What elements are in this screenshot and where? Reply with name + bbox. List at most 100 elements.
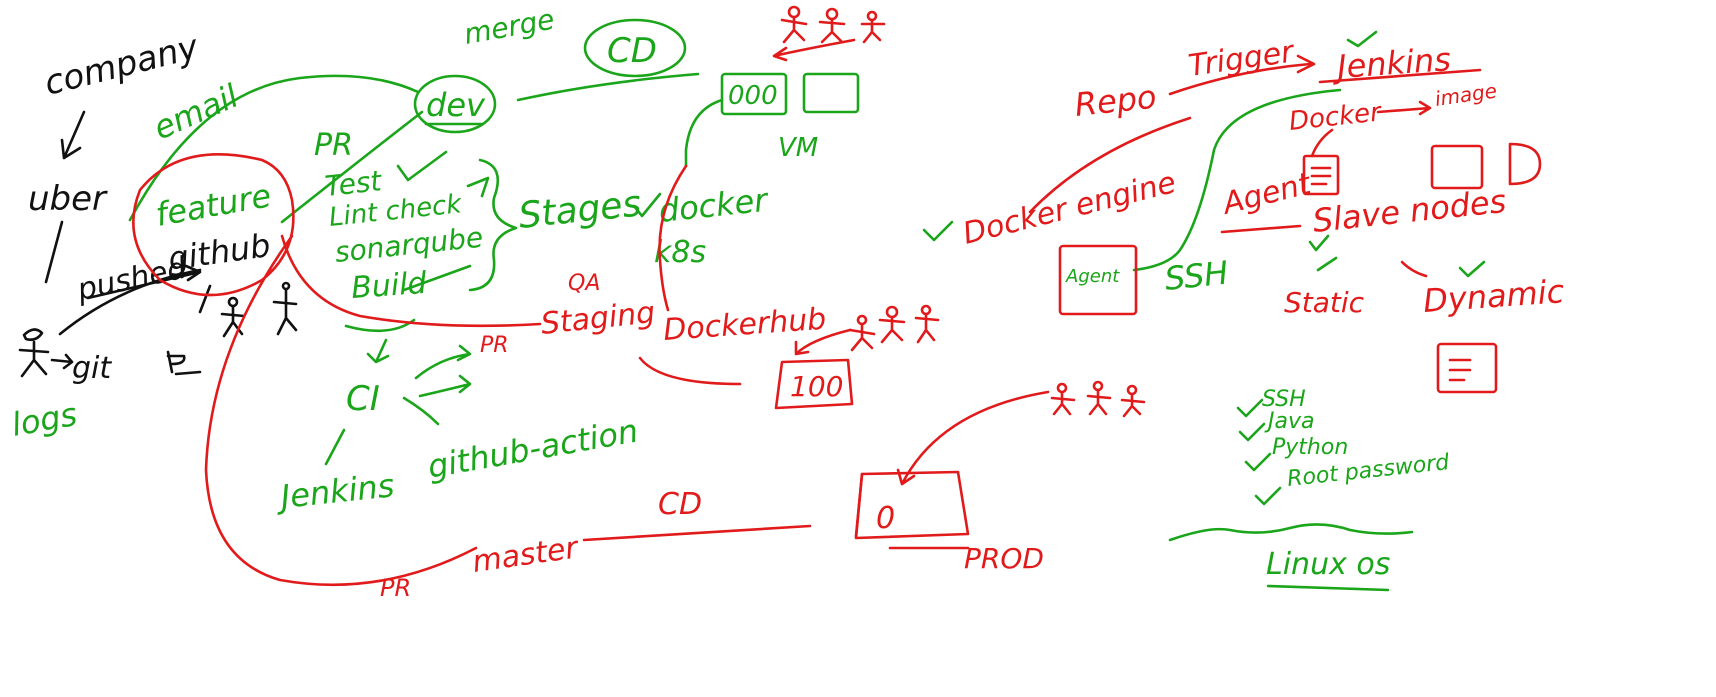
label-staging-box: 100: [790, 370, 843, 403]
person-icon: [1050, 382, 1076, 416]
label-company: company: [41, 27, 204, 104]
label-uber: uber: [28, 179, 108, 219]
label-prod: PROD: [964, 542, 1044, 575]
label-linux-os: Linux os: [1266, 547, 1390, 582]
node-box-2: [1508, 142, 1542, 186]
label-pr-top: PR: [314, 128, 353, 163]
arrow-to-git: [50, 353, 74, 370]
label-vm: VM: [778, 133, 818, 163]
label-dynamic: Dynamic: [1422, 272, 1566, 320]
feature-circle-group: PR: [132, 153, 542, 602]
arrow-to-ci: [366, 338, 390, 364]
prod-box-left-edge: [854, 472, 864, 538]
check-req-root: [1254, 486, 1282, 506]
arrow-docker-image: [1376, 100, 1432, 116]
cd-top-circle: [583, 18, 687, 78]
check-slave-1: [1308, 234, 1330, 252]
label-github: github: [166, 226, 273, 278]
label-pr-ci: PR: [480, 333, 509, 358]
brace-stages: [468, 158, 518, 292]
person-icon: [860, 10, 886, 44]
label-docker-image: Docker: [1288, 97, 1385, 137]
person-icon: [818, 7, 846, 44]
person-icon: [166, 350, 202, 376]
line-ci-to-jenkins: [324, 428, 346, 466]
slash-mark: [198, 284, 212, 314]
label-staging: Staging: [539, 295, 657, 342]
staging-box: [774, 358, 854, 410]
label-jenkins-ci: Jenkins: [273, 466, 396, 516]
vm-box-2: [802, 72, 860, 114]
users-top: [772, 5, 886, 62]
label-vm-box: 000: [728, 81, 778, 111]
jenkins-underline: [1318, 68, 1482, 84]
developer-group: git pushed github: [18, 226, 298, 386]
arrow-pushed-github: [86, 264, 202, 300]
person-icon: [18, 328, 50, 378]
label-test: Test: [323, 164, 384, 203]
label-cd-top: CD: [607, 31, 657, 71]
label-merge: merge: [461, 3, 556, 51]
doc-box-right: [1436, 342, 1498, 394]
label-ci: CI: [346, 379, 380, 419]
label-qa: QA: [568, 271, 600, 296]
label-static: Static: [1284, 286, 1365, 319]
check-req-java: [1238, 422, 1266, 442]
arrow-company-to-uber: [60, 110, 86, 160]
label-logs: logs: [9, 395, 80, 444]
prod-box: [854, 470, 970, 540]
dev-branch-group: merge dev CD: [413, 3, 700, 134]
curve-feature-to-master: [204, 234, 478, 587]
label-k8s: k8s: [654, 235, 706, 270]
arrow-ci-lower: [418, 374, 472, 398]
label-prod-box: 0: [876, 501, 895, 536]
curve-jenkins-to-agent: [1132, 88, 1342, 272]
label-req-ssh: SSH: [1262, 387, 1306, 412]
check-jenkins: [1346, 30, 1378, 48]
node-box-1: [1430, 144, 1484, 190]
brace-linux: [1168, 523, 1414, 542]
arrow-small-brace: [466, 176, 490, 198]
person-icon: [220, 296, 246, 338]
curve-staging-to-box: [638, 356, 742, 386]
label-dev: dev: [426, 86, 486, 124]
check-slave-2: [1458, 260, 1486, 278]
label-agent-box: Agent: [1065, 266, 1120, 287]
line-master-to-prod: [582, 524, 812, 542]
curve-vm-to-docker: [684, 98, 724, 168]
label-git: git: [72, 351, 112, 386]
label-req-java: Java: [1264, 409, 1314, 434]
agent-underline: [1220, 224, 1302, 234]
agent-box: [1058, 244, 1138, 316]
person-icon: [780, 5, 808, 44]
curve-docker-engine: [1028, 116, 1192, 214]
line-slave-dynamic: [1400, 260, 1428, 278]
check-docker-engine: [922, 220, 954, 242]
docker-vm-group: docker k8s 000 VM: [654, 72, 860, 270]
label-stages: Stages: [517, 183, 643, 237]
label-dockerhub: Dockerhub: [662, 302, 827, 348]
label-image: image: [1433, 79, 1498, 111]
label-slave-nodes: Slave nodes: [1311, 182, 1508, 240]
label-email: email: [148, 77, 244, 148]
agent-doc-icon: [1302, 154, 1340, 196]
dev-circle: [413, 74, 497, 134]
arrow-ci-upper: [414, 344, 472, 380]
person-icon: [878, 305, 906, 344]
arrow-users-to-staging: [794, 328, 852, 356]
curve-email-to-dev: [128, 74, 420, 222]
label-trigger: Trigger: [1186, 34, 1297, 84]
label-req-python: Python: [1272, 435, 1348, 460]
check-test: [396, 150, 448, 182]
check-req-python: [1244, 452, 1272, 472]
line-slave-static: [1316, 256, 1338, 272]
label-repo: Repo: [1073, 78, 1158, 124]
arrow-users-to-prod: [896, 390, 1050, 486]
arrow-repo-jenkins: [1168, 54, 1316, 96]
line-feature-to-dev: [280, 110, 424, 224]
doc-box-right-lines: [1448, 358, 1472, 382]
label-ssh-agent: SSH: [1163, 254, 1230, 298]
label-master: master: [470, 530, 581, 580]
person-icon: [272, 281, 298, 336]
